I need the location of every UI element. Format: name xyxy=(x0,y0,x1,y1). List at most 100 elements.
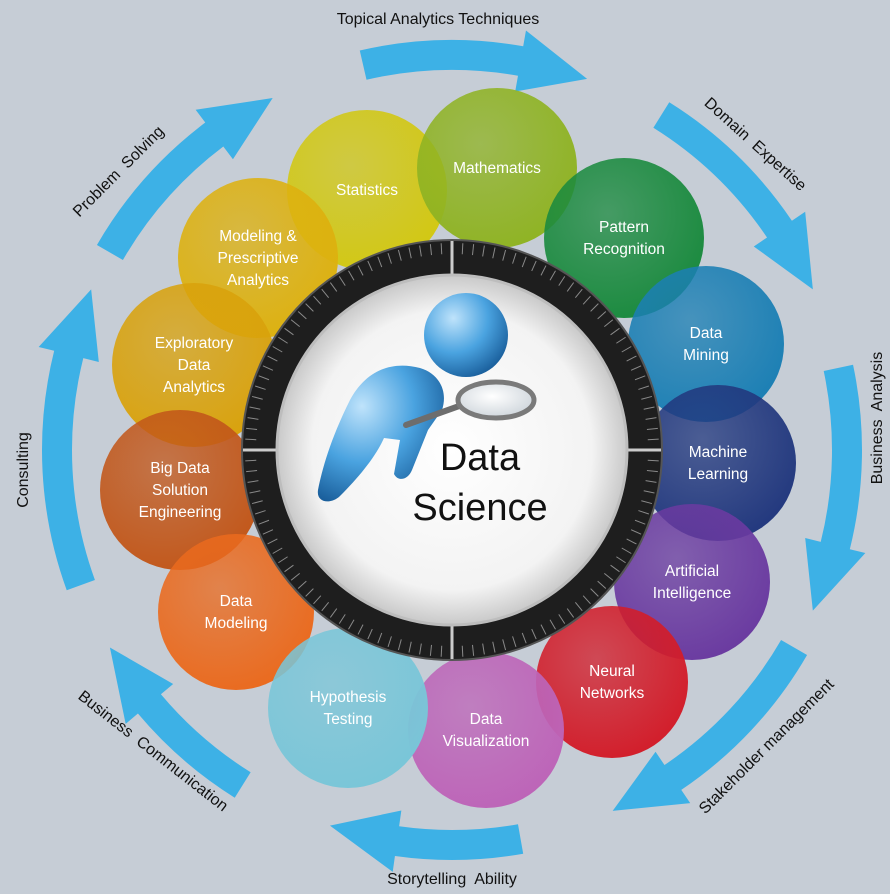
petal-circle xyxy=(640,385,796,541)
dial-minor-tick xyxy=(645,480,657,483)
dial-minor-tick xyxy=(590,303,599,312)
petal-label: Data xyxy=(220,593,253,610)
dial-minor-tick xyxy=(630,529,642,535)
dial-minor-tick xyxy=(247,417,259,420)
dial-minor-tick xyxy=(616,336,626,344)
magnifier-handle xyxy=(403,402,465,428)
arrow-topical-analytics-techniques xyxy=(359,30,588,92)
figure-head xyxy=(424,293,508,377)
dial-minor-tick xyxy=(290,572,300,581)
dial-minor-tick xyxy=(397,249,402,261)
petal-label: Recognition xyxy=(583,241,665,258)
dial-minor-tick xyxy=(348,270,355,281)
petal-label: Engineering xyxy=(139,504,222,521)
dial-minor-tick xyxy=(638,385,650,390)
dial-minor-tick xyxy=(245,438,257,441)
arrow-label-consulting: Consulting xyxy=(15,432,32,508)
dial-minor-tick xyxy=(245,459,257,462)
dial-minor-tick xyxy=(408,641,412,653)
dial-minor-tick xyxy=(254,510,266,515)
dial-minor-tick xyxy=(284,327,294,336)
petal-label: Modeling xyxy=(205,615,268,632)
dial-minor-tick xyxy=(249,406,261,410)
dial-minor-tick xyxy=(297,580,307,589)
petal-label: Analytics xyxy=(227,272,289,289)
dial-minor-tick xyxy=(492,641,496,653)
dial-minor-tick xyxy=(461,243,464,255)
dial-minor-tick xyxy=(482,643,485,655)
dial-minor-tick xyxy=(558,614,566,624)
dial-minor-tick xyxy=(262,529,274,535)
dial-minor-tick xyxy=(502,249,507,261)
dial-minor-tick xyxy=(338,614,346,624)
dial-ticks xyxy=(243,241,661,659)
dial-minor-tick xyxy=(512,636,517,648)
dial-minor-tick xyxy=(646,427,658,431)
petal-label: Solution xyxy=(152,482,208,499)
dial-minor-tick xyxy=(610,327,620,336)
petal-label: Testing xyxy=(323,711,372,728)
dial-minor-tick xyxy=(549,619,556,630)
dial-minor-tick xyxy=(645,417,657,420)
dial-minor-tick xyxy=(305,588,314,597)
dial-minor-tick xyxy=(387,252,392,264)
dial-minor-tick xyxy=(246,427,258,431)
dial-minor-tick xyxy=(387,636,392,648)
center-title-line1: Data xyxy=(440,437,521,479)
dial-minor-tick xyxy=(429,644,433,656)
dial-minor-tick xyxy=(251,395,263,400)
dial-minor-tick xyxy=(272,547,283,554)
dial-minor-tick xyxy=(262,365,274,371)
petal-label: Hypothesis xyxy=(310,689,387,706)
petal-circle xyxy=(158,534,314,690)
dial-minor-tick xyxy=(638,510,650,515)
dial-minor-tick xyxy=(329,282,338,292)
dial-minor-tick xyxy=(634,375,646,381)
petal-label: Neural xyxy=(589,663,635,680)
arrow-domain-expertise xyxy=(653,102,813,290)
dial-minor-tick xyxy=(429,244,433,256)
dial-minor-tick xyxy=(258,519,270,525)
petal-label: Networks xyxy=(580,685,645,702)
dial-minor-tick xyxy=(367,628,373,640)
dial-minor-tick xyxy=(626,538,637,545)
dial-minor-tick xyxy=(566,282,575,292)
dial-minor-tick xyxy=(502,639,507,651)
arrow-label-storytelling-ability: Storytelling Ability xyxy=(387,871,517,888)
dial-minor-tick xyxy=(621,346,632,353)
dial-minor-tick xyxy=(521,632,527,644)
dial-minor-tick xyxy=(367,260,373,272)
dial-minor-tick xyxy=(643,406,655,410)
dial-minor-tick xyxy=(297,311,307,320)
dial-minor-tick xyxy=(249,490,261,494)
dial-minor-tick xyxy=(531,260,537,272)
dial-minor-tick xyxy=(408,247,412,259)
dial-minor-tick xyxy=(634,519,646,525)
petal-circle xyxy=(536,606,688,758)
magnifier-lens xyxy=(455,379,537,421)
dial-minor-tick xyxy=(313,295,322,305)
dial-minor-tick xyxy=(630,365,642,371)
dial-minor-tick xyxy=(329,608,338,618)
petal-label: Data xyxy=(470,711,503,728)
arrow-label-topical-analytics-techniques: Topical Analytics Techniques xyxy=(337,11,540,28)
dial-minor-tick xyxy=(440,645,443,657)
dial-minor-tick xyxy=(246,469,258,473)
dial-minor-tick xyxy=(313,595,322,605)
petal-label: Mining xyxy=(683,347,729,364)
petal-label: Pattern xyxy=(599,219,649,236)
dial-minor-tick xyxy=(540,265,547,276)
dial-minor-tick xyxy=(574,602,583,612)
dial-minor-tick xyxy=(604,572,614,581)
petal-label: Statistics xyxy=(336,182,398,199)
dial-minor-tick xyxy=(626,355,637,362)
dial-minor-tick xyxy=(267,538,278,545)
dial-minor-tick xyxy=(290,319,300,328)
dial-minor-tick xyxy=(492,247,496,259)
